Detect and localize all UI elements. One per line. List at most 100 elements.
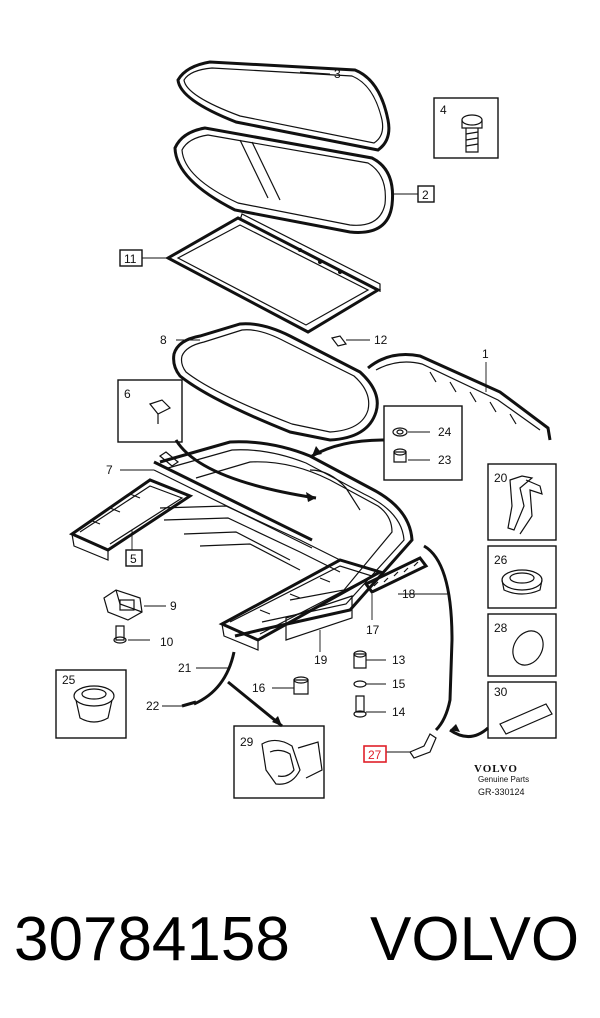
callout-4: 4 — [440, 103, 447, 117]
callout-8: 8 — [160, 333, 167, 347]
part-18-drain-hose — [423, 544, 454, 732]
part-16-spacer — [293, 676, 309, 695]
part-6-clip-box — [117, 379, 183, 443]
part-9-motor — [103, 589, 143, 621]
svg-text:4: 4 — [440, 103, 447, 117]
callout-20: 20 — [494, 471, 508, 485]
part-19-foam-strip — [285, 595, 353, 641]
svg-text:8: 8 — [160, 333, 167, 347]
part-20-bracket-box — [487, 463, 557, 541]
part-14-bolt — [353, 695, 367, 718]
part-1-rail — [367, 353, 552, 441]
part-11-glass-frame — [164, 213, 382, 334]
part-10-screw — [113, 625, 127, 644]
arrow-6-to-frame — [174, 439, 317, 500]
svg-text:23: 23 — [438, 453, 452, 467]
callout-14: 14 — [392, 705, 406, 719]
callout-9: 9 — [170, 599, 177, 613]
svg-text:VOLVO: VOLVO — [474, 763, 518, 775]
svg-text:6: 6 — [124, 387, 131, 401]
part-13-nut — [353, 650, 367, 669]
svg-text:20: 20 — [494, 471, 508, 485]
svg-text:29: 29 — [240, 735, 254, 749]
svg-text:13: 13 — [392, 653, 406, 667]
svg-text:3: 3 — [334, 67, 341, 81]
callout-26: 26 — [494, 553, 508, 567]
part-5-left-guide-rail — [68, 478, 194, 561]
part-25-grommet-box — [55, 669, 127, 739]
right-guide-rail — [218, 558, 384, 651]
svg-text:26: 26 — [494, 553, 508, 567]
main-sunroof-frame — [159, 440, 414, 638]
svg-text:22: 22 — [146, 699, 160, 713]
callout-3: 3 — [334, 67, 341, 81]
part-12-clip — [330, 335, 348, 347]
svg-text:11: 11 — [124, 252, 137, 266]
svg-text:18: 18 — [402, 587, 416, 601]
part-8-inner-seal — [172, 322, 379, 442]
svg-text:5: 5 — [130, 552, 137, 566]
arrow-21-to-29 — [227, 680, 283, 728]
callout-25: 25 — [62, 673, 76, 687]
svg-text:1: 1 — [482, 347, 489, 361]
svg-text:28: 28 — [494, 621, 508, 635]
svg-text:16: 16 — [252, 681, 266, 695]
part-26-grommet-box — [487, 545, 557, 609]
brand-name: VOLVO — [370, 905, 580, 974]
svg-text:Genuine Parts: Genuine Parts — [478, 775, 529, 784]
part-23-24-box — [383, 405, 463, 481]
callout-7: 7 — [106, 463, 113, 477]
part-4-bolt-box — [433, 97, 499, 159]
part-number: 30784158 — [14, 905, 290, 974]
svg-text:30: 30 — [494, 685, 508, 699]
callout-17: 17 — [366, 623, 380, 637]
svg-text:17: 17 — [366, 623, 380, 637]
callout-21: 21 — [178, 661, 192, 675]
part-3-outer-seal — [176, 60, 391, 152]
footer: 30784158 VOLVO — [0, 880, 600, 1000]
part-2-glass-panel — [173, 126, 395, 234]
svg-text:14: 14 — [392, 705, 406, 719]
callout-27-highlighted: 27 — [363, 745, 387, 763]
callout-19: 19 — [314, 653, 328, 667]
callout-15: 15 — [392, 677, 406, 691]
svg-text:25: 25 — [62, 673, 76, 687]
arrow-30-to-hose — [449, 726, 489, 738]
part-27-elbow — [409, 733, 437, 759]
callout-1: 1 — [482, 347, 489, 361]
volvo-genuine-parts-logo: VOLVO Genuine Parts GR-330124 — [474, 763, 529, 797]
callout-16: 16 — [252, 681, 266, 695]
svg-text:GR-330124: GR-330124 — [478, 787, 525, 797]
svg-text:9: 9 — [170, 599, 177, 613]
part-17-strip — [363, 556, 429, 594]
part-21-hose — [193, 651, 236, 706]
callout-29: 29 — [240, 735, 254, 749]
callout-5: 5 — [125, 549, 143, 567]
callout-28: 28 — [494, 621, 508, 635]
sunroof-parts-diagram: 3 2 4 11 12 8 1 6 24 23 7 20 5 26 18 9 2… — [55, 60, 557, 799]
callout-6: 6 — [124, 387, 131, 401]
callout-23: 23 — [438, 453, 452, 467]
callout-13: 13 — [392, 653, 406, 667]
callout-2: 2 — [417, 185, 435, 203]
svg-text:21: 21 — [178, 661, 192, 675]
callout-12: 12 — [374, 333, 388, 347]
arrow-23-to-frame — [311, 438, 385, 458]
svg-text:10: 10 — [160, 635, 174, 649]
svg-text:15: 15 — [392, 677, 406, 691]
callout-24: 24 — [438, 425, 452, 439]
svg-text:27: 27 — [368, 748, 382, 762]
part-28-plug-box — [487, 613, 557, 677]
svg-text:24: 24 — [438, 425, 452, 439]
part-22-hose-end — [181, 700, 197, 708]
part-15-washer — [353, 680, 367, 688]
part-29-clip-box — [233, 725, 325, 799]
callout-30: 30 — [494, 685, 508, 699]
callout-18: 18 — [402, 587, 416, 601]
svg-text:19: 19 — [314, 653, 328, 667]
callout-22: 22 — [146, 699, 160, 713]
callout-10: 10 — [160, 635, 174, 649]
svg-text:12: 12 — [374, 333, 388, 347]
part-30-tape-box — [487, 681, 557, 739]
part-7-seal-strip — [153, 451, 313, 549]
